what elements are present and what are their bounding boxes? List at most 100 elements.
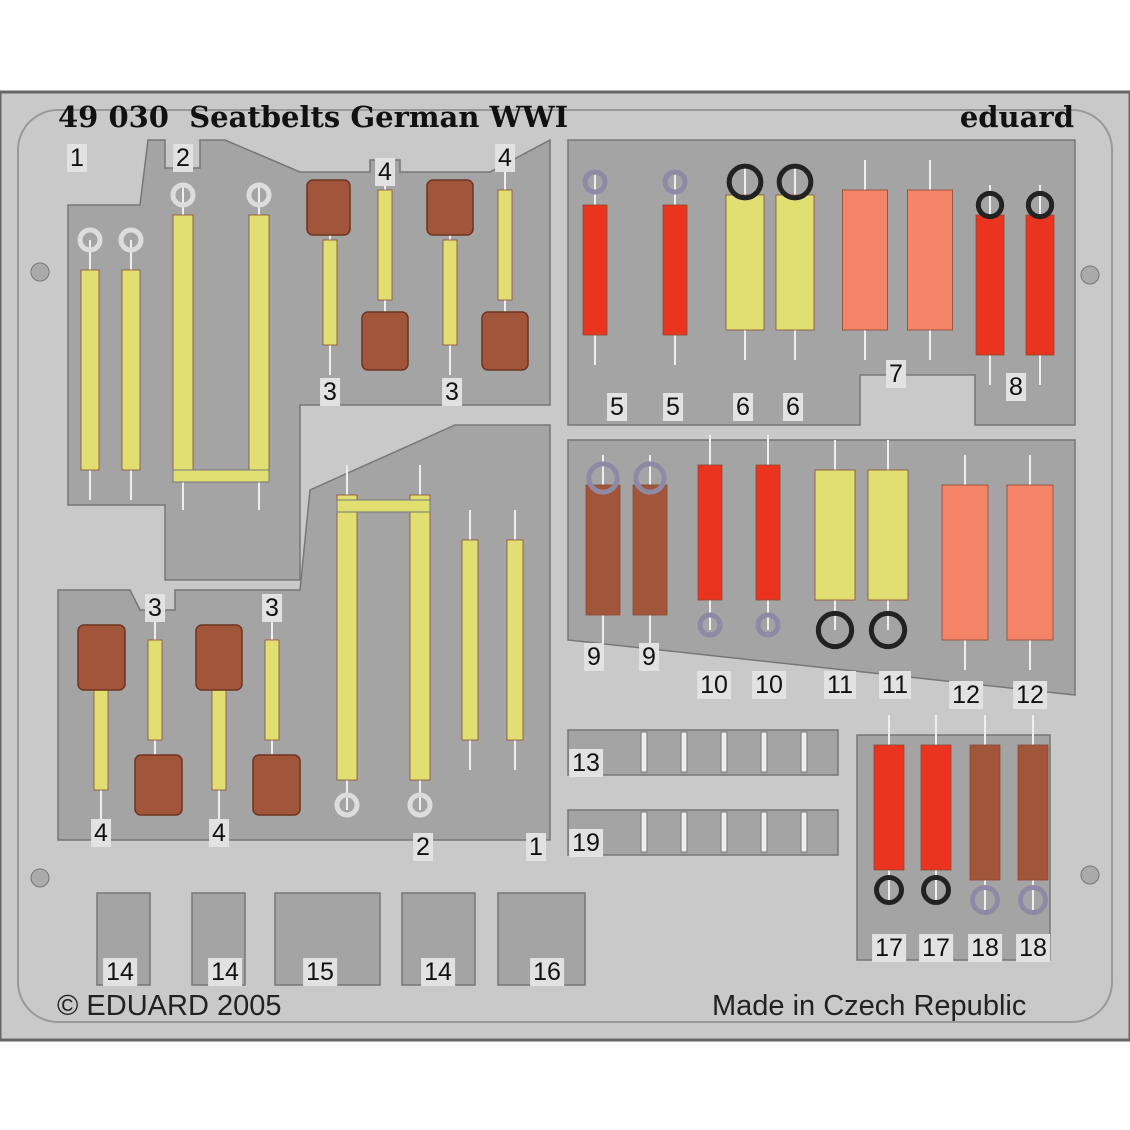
part-number-label: 14	[421, 958, 455, 986]
seatbelt-strap	[93, 689, 109, 791]
belt-ring	[755, 612, 781, 638]
buckle-pin	[800, 811, 808, 853]
buckle-pin	[720, 731, 728, 773]
seatbelt-strap	[585, 484, 621, 616]
seatbelt-strap	[975, 214, 1005, 356]
seatbelt-strap	[264, 639, 280, 741]
shoulder-pad	[252, 754, 301, 816]
mounting-hole	[30, 868, 50, 888]
seatbelt-strap	[442, 239, 458, 346]
part-number-label: 5	[607, 393, 627, 421]
belt-ring	[776, 163, 814, 201]
part-number-label: 2	[413, 833, 433, 861]
buckle-pin	[640, 731, 648, 773]
part-number-label: 11	[879, 671, 911, 699]
belt-ring	[662, 169, 688, 195]
seatbelt-strap	[409, 494, 431, 781]
seatbelt-strap	[842, 189, 888, 331]
part-number-label: 11	[824, 671, 856, 699]
part-number-label: 7	[886, 360, 906, 388]
shoulder-pad	[77, 624, 126, 691]
mounting-hole	[1080, 265, 1100, 285]
seatbelt-strap	[211, 689, 227, 791]
part-number-label: 4	[209, 819, 229, 847]
part-number-label: 10	[752, 671, 786, 699]
part-number-label: 15	[303, 958, 337, 986]
belt-ring	[407, 792, 433, 818]
seatbelt-strap	[873, 744, 905, 871]
part-number-label: 10	[697, 671, 731, 699]
seatbelt-strap	[867, 469, 909, 601]
mounting-hole	[1080, 865, 1100, 885]
buckle-pin	[760, 811, 768, 853]
seatbelt-strap	[775, 194, 815, 331]
part-number-label: 4	[375, 158, 395, 186]
seatbelt-strap	[461, 539, 479, 741]
buckle-pin	[720, 811, 728, 853]
part-number-label: 14	[208, 958, 242, 986]
seatbelt-strap	[1025, 214, 1055, 356]
seatbelt-strap	[497, 189, 513, 301]
belt-ring	[697, 612, 723, 638]
fret-panel	[401, 892, 476, 986]
buckle-pin	[800, 731, 808, 773]
belt-ring	[586, 461, 620, 495]
seatbelt-strap	[697, 464, 723, 601]
buckle-pin	[640, 811, 648, 853]
part-number-label: 3	[442, 378, 462, 406]
brand-logo: eduard	[959, 100, 1074, 134]
copyright-text: © EDUARD 2005	[57, 990, 282, 1022]
part-number-label: 13	[569, 749, 603, 777]
belt-crossbar	[172, 469, 270, 483]
belt-ring	[874, 875, 904, 905]
seatbelt-strap	[662, 204, 688, 336]
seatbelt-strap	[582, 204, 608, 336]
seatbelt-strap	[907, 189, 953, 331]
part-number-label: 3	[320, 378, 340, 406]
belt-ring	[921, 875, 951, 905]
part-number-label: 18	[968, 934, 1002, 962]
part-number-label: 17	[919, 934, 953, 962]
seatbelt-strap	[172, 214, 194, 481]
belt-ring	[334, 792, 360, 818]
seatbelt-strap	[1017, 744, 1049, 881]
shoulder-pad	[426, 179, 474, 236]
product-title: Seatbelts German WWI	[189, 100, 569, 134]
product-code: 49 030	[58, 100, 169, 134]
belt-ring	[633, 461, 667, 495]
belt-ring	[868, 610, 908, 650]
shoulder-pad	[481, 311, 529, 371]
seatbelt-strap	[506, 539, 524, 741]
part-number-label: 3	[145, 594, 165, 622]
shoulder-pad	[195, 624, 243, 691]
belt-ring	[1025, 190, 1055, 220]
seatbelt-strap	[147, 639, 163, 741]
seatbelt-strap	[322, 239, 338, 346]
fret-panel	[567, 729, 839, 776]
part-number-label: 9	[639, 643, 659, 671]
part-number-label: 18	[1016, 934, 1050, 962]
belt-ring	[970, 885, 1000, 915]
part-number-label: 6	[733, 393, 753, 421]
part-number-label: 17	[872, 934, 906, 962]
seatbelt-strap	[920, 744, 952, 871]
part-number-label: 4	[91, 819, 111, 847]
part-number-label: 5	[663, 393, 683, 421]
seatbelt-strap	[969, 744, 1001, 881]
shoulder-pad	[306, 179, 351, 236]
seatbelt-strap	[80, 269, 100, 471]
part-number-label: 3	[262, 594, 282, 622]
seatbelt-strap	[941, 484, 989, 641]
part-number-label: 4	[495, 144, 515, 172]
fret-panel	[274, 892, 381, 986]
belt-crossbar	[336, 499, 431, 513]
fret-panel	[567, 809, 839, 856]
part-number-label: 16	[530, 958, 564, 986]
fret-title: 49 030 Seatbelts German WWI	[58, 100, 568, 134]
part-number-label: 12	[949, 681, 983, 709]
seatbelt-strap	[248, 214, 270, 481]
seatbelt-strap	[632, 484, 668, 616]
belt-ring	[975, 190, 1005, 220]
